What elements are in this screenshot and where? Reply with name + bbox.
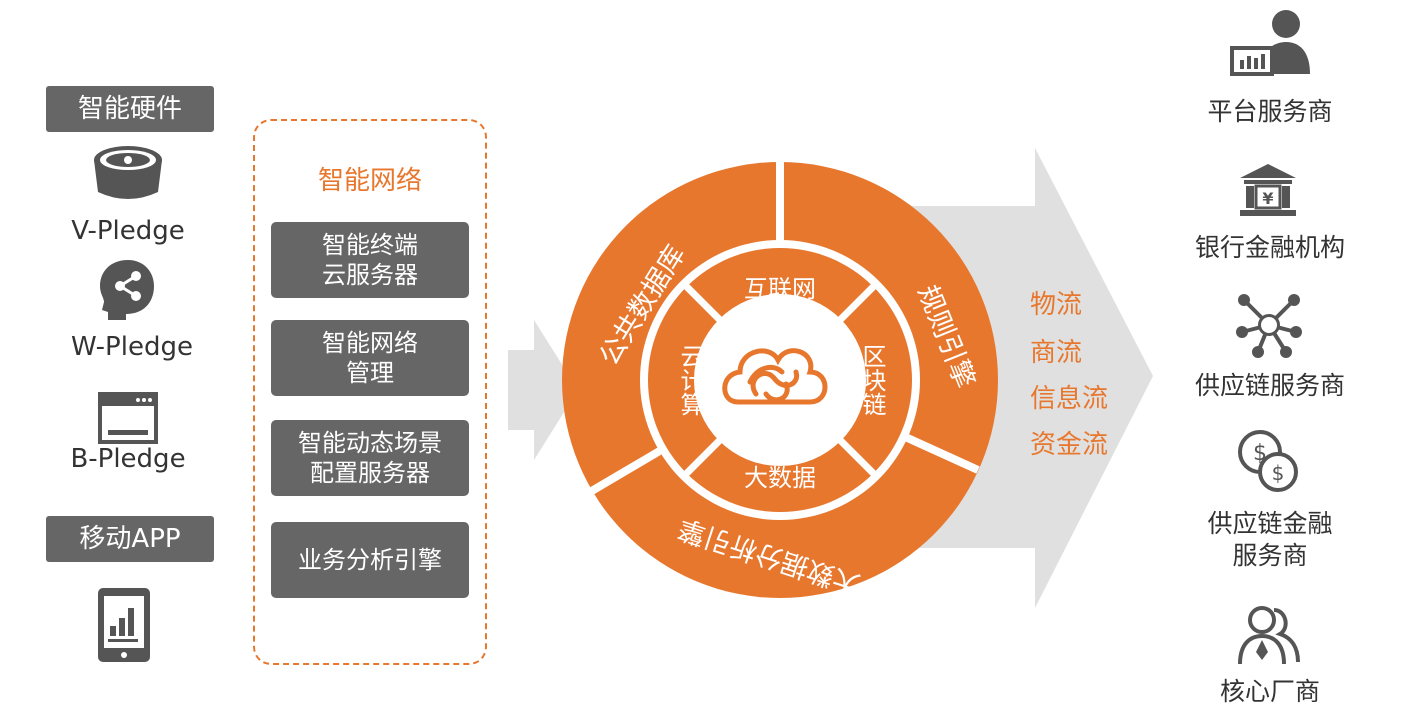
flow-information: 信息流 [1030,384,1109,414]
coins-icon: $ $ [1238,430,1298,492]
device-label-v-pledge: V-Pledge [71,216,185,246]
network-item-line: 管理 [346,359,394,387]
tablet-chart-icon [98,588,150,662]
network-item-line: 配置服务器 [310,459,430,487]
head-network-icon [100,260,154,320]
network-item-line: 业务分析引擎 [298,546,442,574]
cloud-logo-icon [722,348,828,405]
network-nodes-icon [1236,294,1302,358]
network-item-line: 智能网络 [322,329,418,357]
flow-logistics: 物流 [1030,290,1083,320]
small-gray-arrow [508,320,578,460]
network-item-network-management: 智能网络管理 [271,320,469,396]
network-item-line: 云服务器 [322,261,418,289]
flow-capital: 资金流 [1030,430,1109,460]
right-label-scf-provider: 供应链金融 服务商 [1170,508,1370,572]
right-label-scf-line2: 服务商 [1232,541,1308,570]
camera-icon [94,146,162,199]
hardware-tag: 智能硬件 [46,86,214,132]
network-item-analysis-engine: 业务分析引擎 [271,522,469,598]
right-label-core-manufacturer: 核心厂商 [1219,677,1320,706]
network-item-line: 智能动态场景 [298,429,442,457]
mobile-app-tag: 移动APP [46,516,214,562]
inner-label-bigdata: 大数据 [744,464,816,492]
right-label-platform: 平台服务商 [1207,97,1333,126]
device-label-w-pledge: W-Pledge [71,332,193,362]
inner-label-internet: 互联网 [744,275,816,303]
inner-label-cloud: 云计算 [676,344,704,416]
svg-text:$: $ [1272,461,1285,485]
people-icon [1238,606,1300,665]
right-label-supply-chain: 供应链服务商 [1194,371,1345,400]
flow-commerce: 商流 [1030,338,1083,368]
inner-label-blockchain: 区块链 [858,344,886,416]
network-item-terminal-server: 智能终端云服务器 [271,222,469,298]
bank-icon: ¥ [1240,164,1296,216]
network-item-line: 智能终端 [322,231,418,259]
smart-network-box [253,119,487,665]
user-monitor-icon [1230,10,1310,76]
core-wheel: 公共数据库 规则引擎 大数据分析引擎 互联网 大数据 云计算 区块链 [562,160,998,600]
right-label-bank: 银行金融机构 [1194,233,1345,262]
svg-text:¥: ¥ [1262,189,1273,208]
right-label-scf-line1: 供应链金融 [1207,509,1333,538]
device-label-b-pledge: B-Pledge [70,444,186,474]
smart-network-title: 智能网络 [317,166,422,196]
terminal-window-icon [98,392,158,444]
network-item-scene-config: 智能动态场景配置服务器 [271,420,469,496]
